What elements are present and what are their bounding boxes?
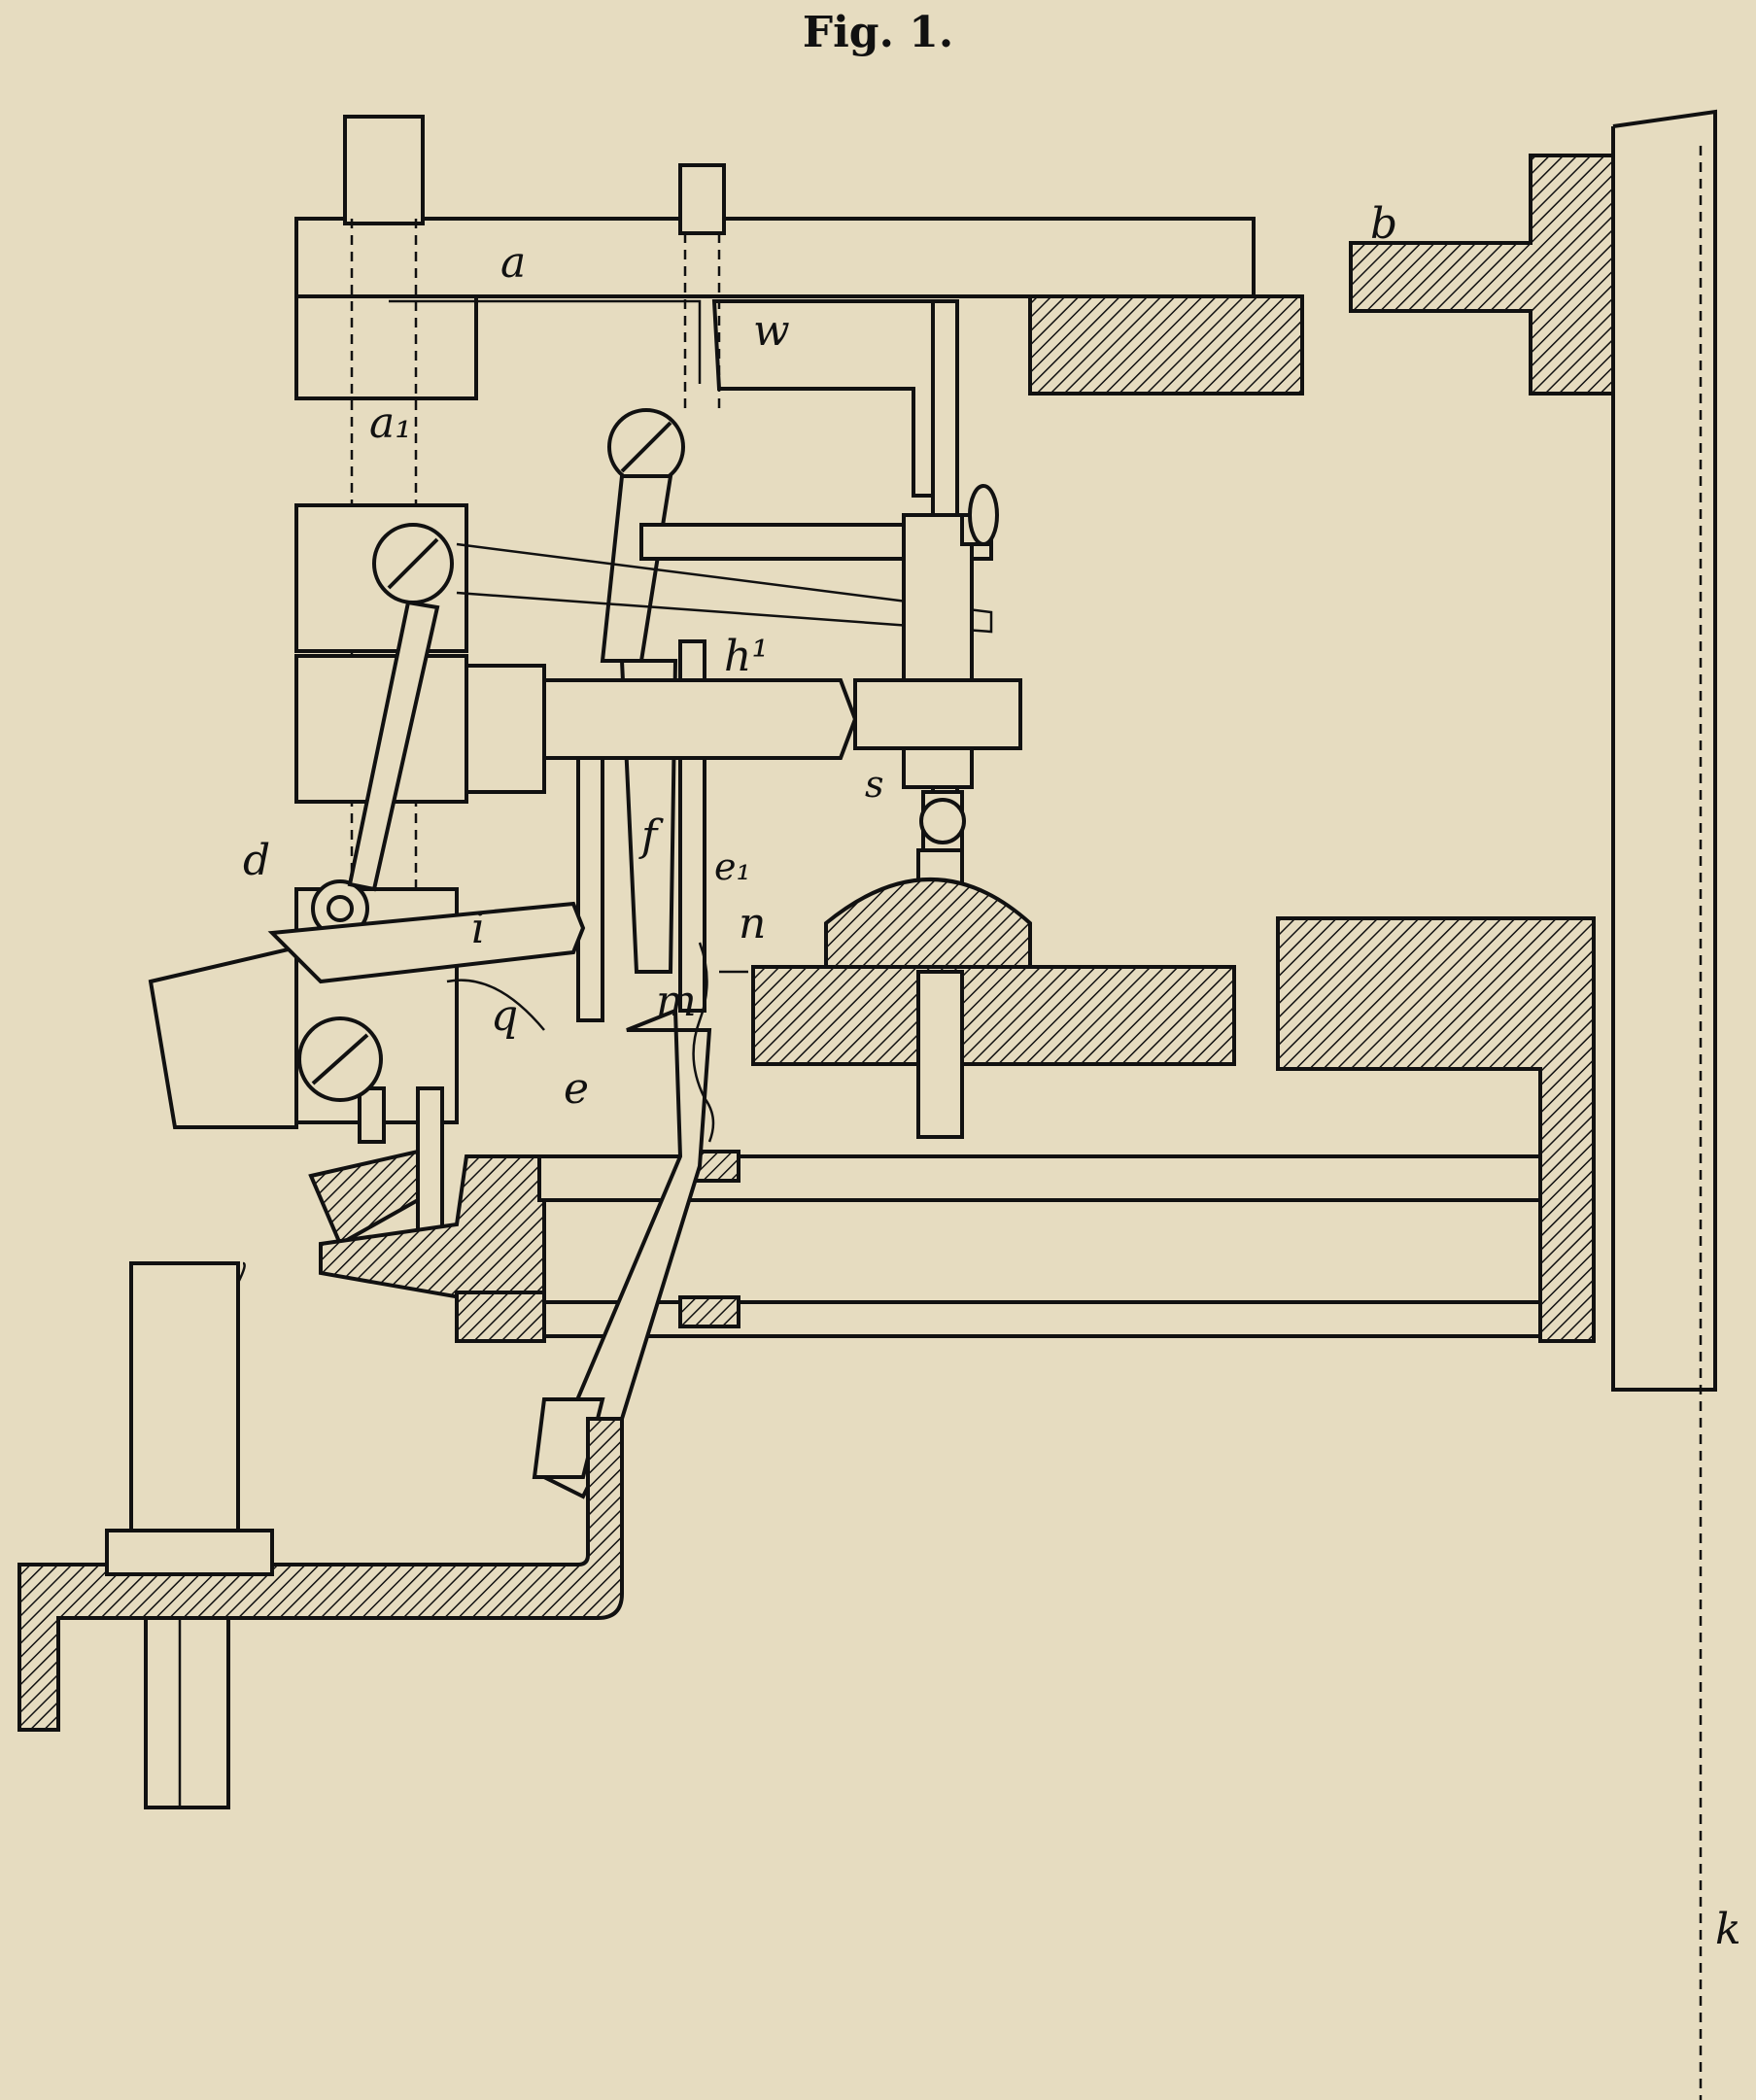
- label-i: i: [471, 904, 485, 953]
- label-k: k: [1715, 1905, 1741, 1954]
- l-bracket: [17, 1261, 624, 1809]
- base-plate: [719, 878, 1236, 1139]
- screw-w: [607, 408, 685, 486]
- right-frame: [1028, 109, 1717, 2100]
- label-d: d: [243, 836, 270, 885]
- label-s: s: [865, 763, 884, 806]
- upper-arm-a: [294, 115, 1256, 1108]
- label-w: w: [753, 306, 790, 356]
- label-a1: a₁: [369, 398, 412, 448]
- figure-title: Fig. 1.: [802, 8, 954, 57]
- label-m: m: [656, 977, 697, 1026]
- levers: [347, 474, 993, 1022]
- label-a: a: [500, 238, 526, 288]
- wire-m: [692, 942, 715, 1143]
- screw-lower: [297, 1016, 383, 1102]
- label-e: e: [564, 1064, 589, 1114]
- label-h1: h¹: [724, 632, 769, 681]
- label-n: n: [739, 899, 766, 948]
- label-e1: e₁: [714, 845, 751, 888]
- screw-upper: [372, 523, 454, 604]
- label-q: q: [491, 991, 518, 1041]
- finger-i: [148, 901, 586, 1129]
- lower-carriage: [308, 1149, 1542, 1343]
- label-b: b: [1370, 199, 1397, 249]
